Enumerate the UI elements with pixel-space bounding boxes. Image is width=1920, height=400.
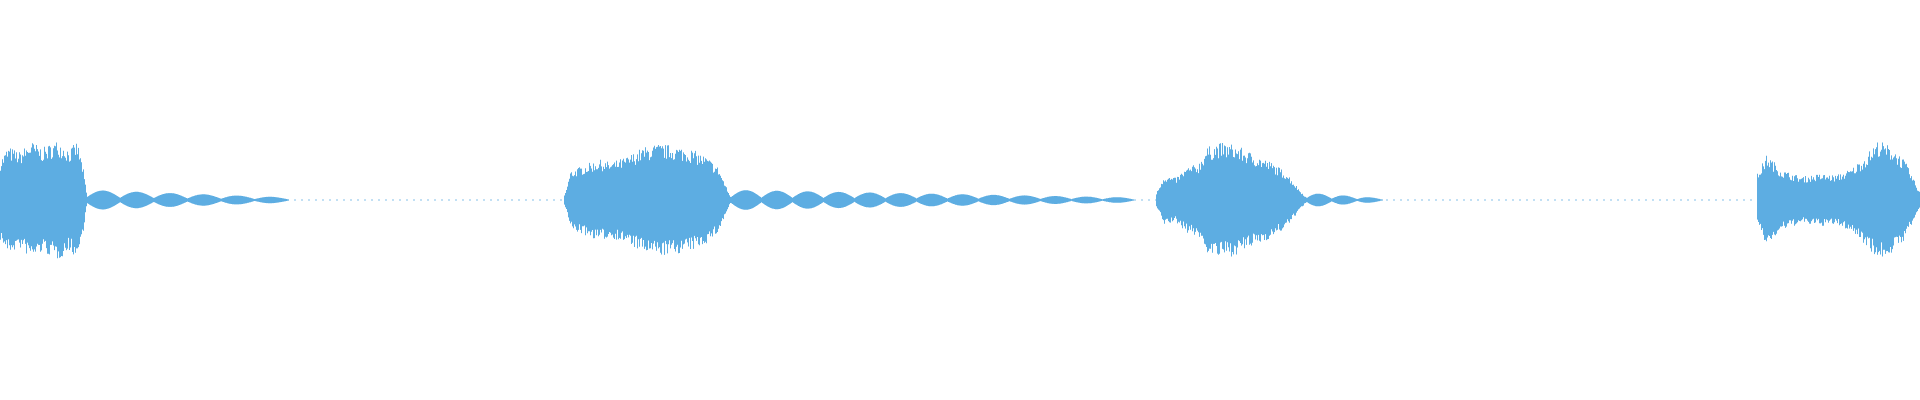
- waveform-samples: [0, 142, 1920, 259]
